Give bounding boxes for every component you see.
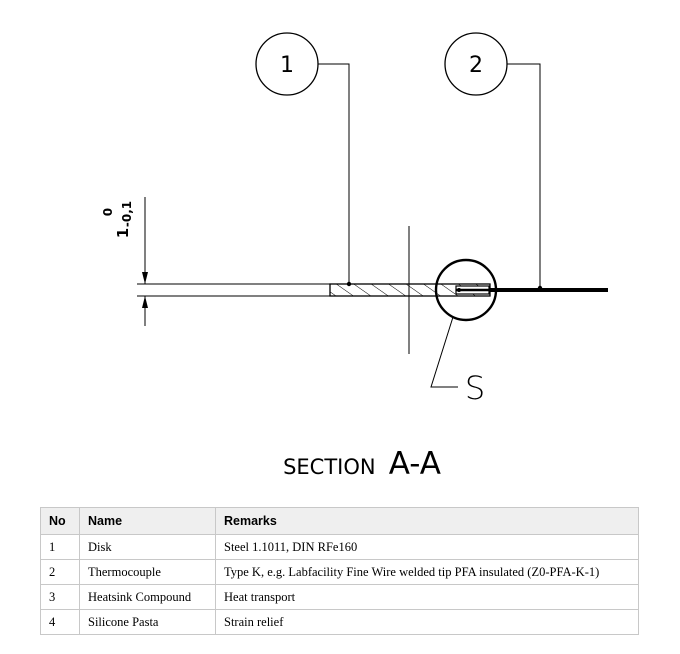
cell-remarks: Heat transport <box>215 584 639 610</box>
callout-1-label: 1 <box>280 53 294 78</box>
detail-s-label: S <box>465 369 485 407</box>
table-header-row: No Name Remarks <box>40 507 639 535</box>
callout-1: 1 <box>255 32 352 287</box>
cell-name: Heatsink Compound <box>79 584 216 610</box>
cell-no: 4 <box>40 609 80 635</box>
tolerance-nominal: 1 <box>114 228 132 238</box>
column-header-name: Name <box>79 507 216 535</box>
callout-2-leader <box>507 63 541 288</box>
callout-2-label: 2 <box>469 53 483 78</box>
callout-2: 2 <box>444 32 543 291</box>
parts-table: No Name Remarks 1 Disk Steel 1.1011, DIN… <box>40 507 639 635</box>
table-row: 3 Heatsink Compound Heat transport <box>40 584 639 610</box>
callout-1-leader <box>318 63 350 284</box>
cell-name: Silicone Pasta <box>79 609 216 635</box>
tolerance-lower: -0,1 <box>120 201 134 227</box>
thickness-dimension: 1 0 -0,1 <box>101 197 330 326</box>
tolerance-upper: 0 <box>101 208 115 216</box>
cell-name: Thermocouple <box>79 559 216 585</box>
cell-remarks: Strain relief <box>215 609 639 635</box>
section-title: SECTION A-A <box>283 446 441 482</box>
cell-remarks: Type K, e.g. Labfacility Fine Wire welde… <box>215 559 639 585</box>
cell-no: 3 <box>40 584 80 610</box>
section-drawing: 1 2 1 0 -0,1 S SECTION A-A <box>101 32 608 482</box>
detail-s-marker: S <box>430 258 498 407</box>
column-header-no: No <box>40 507 80 535</box>
cell-no: 1 <box>40 534 80 560</box>
section-title-name: A-A <box>389 446 441 482</box>
column-header-remarks: Remarks <box>215 507 639 535</box>
cell-no: 2 <box>40 559 80 585</box>
table-row: 2 Thermocouple Type K, e.g. Labfacility … <box>40 559 639 585</box>
cell-remarks: Steel 1.1011, DIN RFe160 <box>215 534 639 560</box>
table-row: 4 Silicone Pasta Strain relief <box>40 609 639 635</box>
table-row: 1 Disk Steel 1.1011, DIN RFe160 <box>40 534 639 560</box>
cell-name: Disk <box>79 534 216 560</box>
section-title-prefix: SECTION <box>283 455 376 479</box>
